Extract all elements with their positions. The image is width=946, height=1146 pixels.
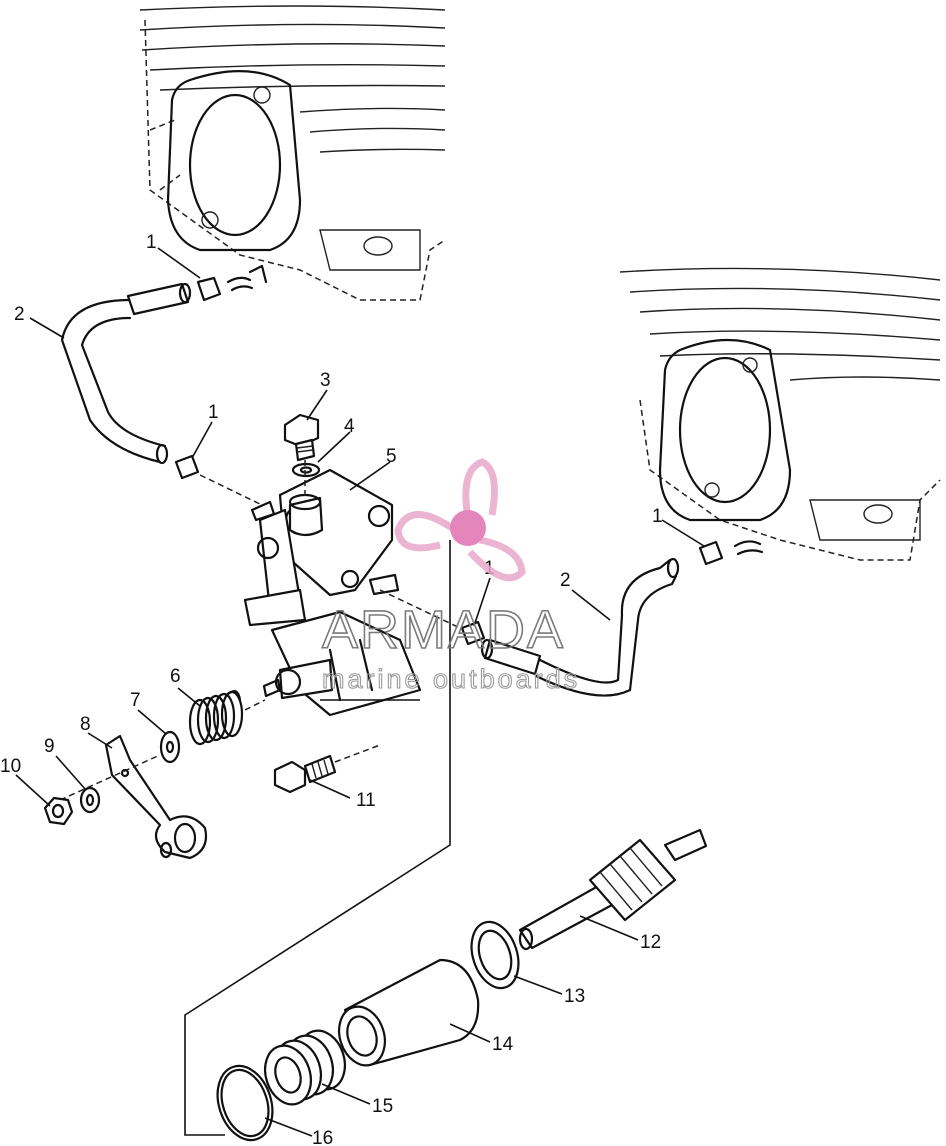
part-9-lock-washer xyxy=(79,786,101,814)
part-14-sleeve xyxy=(338,958,480,1067)
part-3-bolt xyxy=(283,413,320,462)
part-5-oil-pump xyxy=(243,468,422,717)
callout-10-nut: 10 xyxy=(0,756,21,777)
callout-2-right-hose: 2 xyxy=(560,570,571,591)
part-8-lever xyxy=(104,734,208,860)
callout-leaders xyxy=(15,247,705,1137)
assembly-line-hose-right xyxy=(379,589,461,629)
part-16-o-ring xyxy=(216,1064,274,1142)
assembly-line-spring xyxy=(244,699,266,711)
assembly-line-lever xyxy=(59,754,161,801)
callout-1-top-left: 1 xyxy=(146,232,157,253)
assembly-line-bolt-11 xyxy=(334,744,381,763)
propeller-icon xyxy=(394,458,526,582)
part-13-washer xyxy=(470,920,520,990)
callout-1-right-upper: 1 xyxy=(652,506,663,527)
part-11-bolt xyxy=(273,754,337,794)
callout-1-left-lower: 1 xyxy=(208,402,219,423)
cylinder-upper-left xyxy=(139,5,446,301)
callout-12-drive-gear: 12 xyxy=(640,932,661,953)
part-7-washer xyxy=(159,730,181,764)
cylinder-right xyxy=(619,267,941,561)
watermark: ARMADA marine outboards xyxy=(321,458,580,695)
callout-13-washer: 13 xyxy=(564,986,585,1007)
assembly-line-hose-left xyxy=(199,474,263,506)
callout-14-sleeve: 14 xyxy=(492,1034,514,1055)
callout-15-bushing: 15 xyxy=(372,1096,393,1117)
callout-16-o-ring: 16 xyxy=(312,1128,333,1146)
callout-5-oil-pump: 5 xyxy=(386,446,397,467)
watermark-subtitle: marine outboards xyxy=(322,664,580,694)
part-15-bushing xyxy=(264,1029,346,1106)
callout-8-lever: 8 xyxy=(80,714,91,735)
callout-6-spring: 6 xyxy=(170,666,181,687)
part-10-nut xyxy=(43,796,74,826)
part-12-drive-gear xyxy=(518,828,708,951)
watermark-title: ARMADA xyxy=(322,600,565,660)
assembly-bracket xyxy=(184,540,451,1136)
callout-4-washer: 4 xyxy=(344,416,355,437)
callout-7-washer: 7 xyxy=(130,690,141,711)
callout-9-lock-washer: 9 xyxy=(44,736,55,757)
callout-2-left-hose: 2 xyxy=(14,304,25,325)
part-2-hose-left xyxy=(60,264,268,480)
callout-11-bolt: 11 xyxy=(356,790,376,811)
part-2-hose-right xyxy=(460,540,764,697)
part-4-washer xyxy=(291,462,321,478)
part-6-spring xyxy=(188,690,244,746)
callout-3-bolt: 3 xyxy=(320,370,331,391)
